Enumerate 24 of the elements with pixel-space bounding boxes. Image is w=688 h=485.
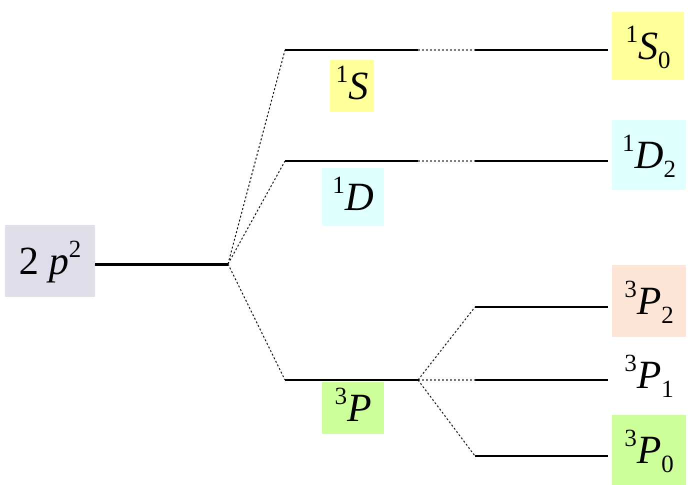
connector-line xyxy=(228,264,286,380)
energy-level-line xyxy=(475,379,608,381)
energy-level-line xyxy=(285,379,418,381)
term-label: $^{1}$S xyxy=(330,60,374,112)
connector-line xyxy=(418,380,476,456)
connector-line xyxy=(228,160,286,264)
energy-level-line xyxy=(285,49,418,51)
term-label: $^{3}$P$_{1}$ xyxy=(623,348,675,405)
term-label: $^{3}$P$_{2}$ xyxy=(612,265,686,337)
term-label: $^{3}$P$_{0}$ xyxy=(612,415,686,485)
energy-level-line xyxy=(95,262,228,266)
energy-level-line xyxy=(475,49,608,51)
term-label: $^{1}$S$_{0}$ xyxy=(612,12,684,80)
term-label: $^{1}$D xyxy=(322,168,384,226)
term-label: 2 p$^{2}$ xyxy=(5,225,95,297)
connector-line xyxy=(418,160,476,162)
energy-level-line xyxy=(475,306,608,308)
energy-level-line xyxy=(475,455,608,457)
energy-level-line xyxy=(285,160,418,162)
connector-line xyxy=(418,306,476,380)
term-label: $^{1}$D$_{2}$ xyxy=(612,120,686,190)
term-label: $^{3}$P xyxy=(322,382,384,434)
energy-level-line xyxy=(475,160,608,162)
connector-line xyxy=(228,50,286,264)
